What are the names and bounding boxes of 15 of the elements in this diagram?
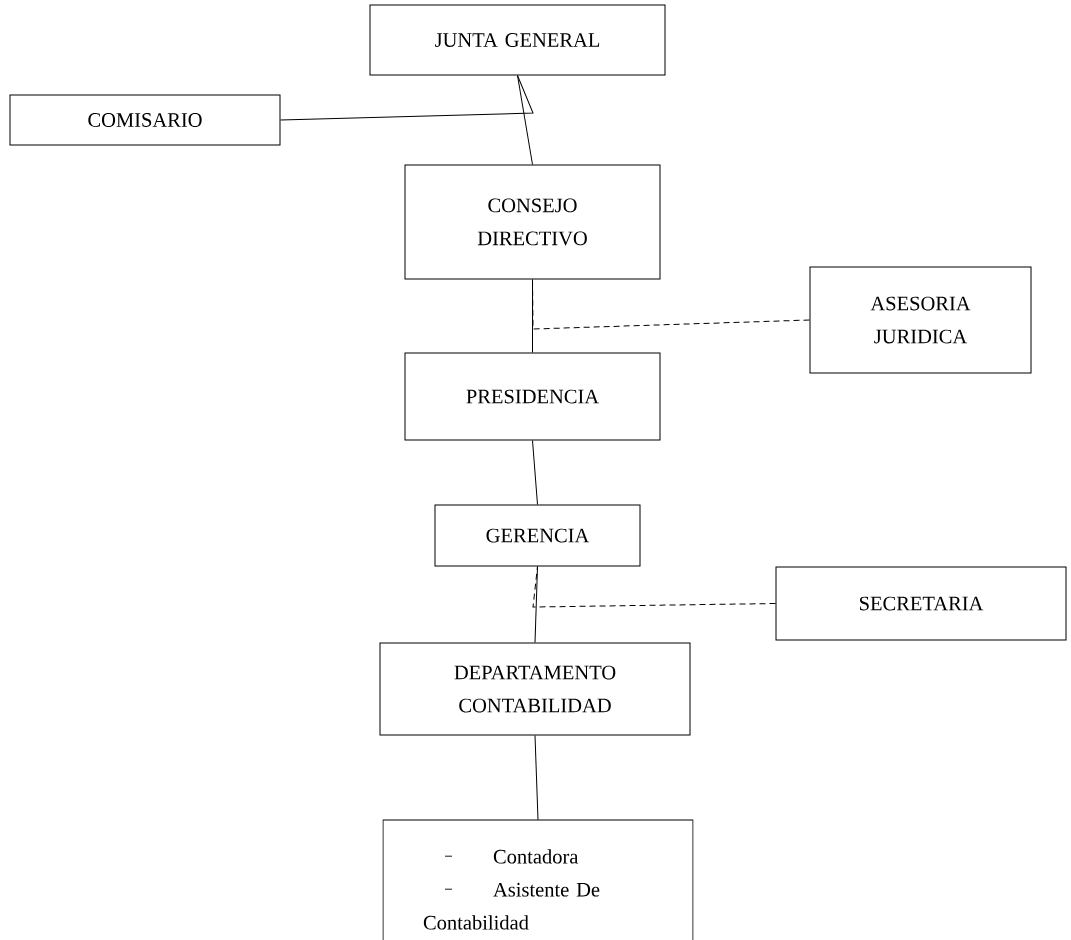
org-box: JUNTA GENERAL (369, 4, 666, 76)
connector-line (534, 735, 539, 821)
org-box: ASESORIA JURIDICA (809, 266, 1032, 374)
list-box: Contadora Asistente De Contabilidad (382, 819, 694, 940)
org-box: DEPARTAMENTO CONTABILIDAD (379, 642, 691, 736)
connector-line (534, 566, 538, 643)
org-box: SECRETARIA (775, 566, 1067, 641)
org-box: PRESIDENCIA (404, 352, 661, 441)
org-box: COMISARIO (9, 94, 281, 146)
connector-line (532, 440, 538, 505)
org-box: GERENCIA (434, 504, 641, 567)
org-box: CONSEJO DIRECTIVO (404, 164, 661, 280)
connector-line (532, 279, 533, 353)
connector-line (280, 75, 534, 121)
connector-line (517, 75, 533, 165)
